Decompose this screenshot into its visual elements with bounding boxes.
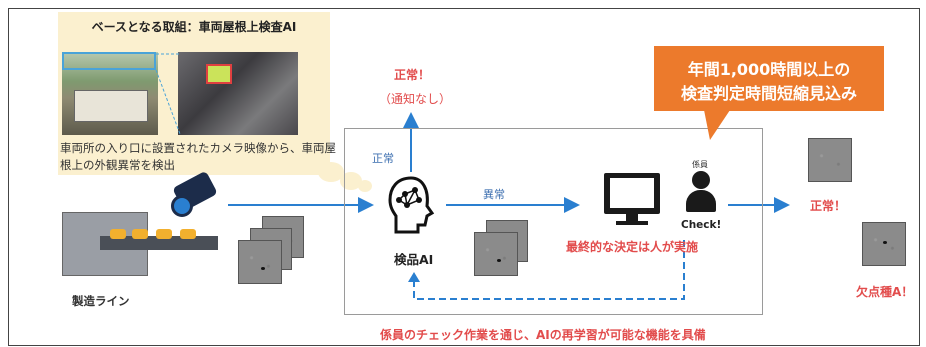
product-item: [156, 229, 172, 239]
selection-box: [62, 52, 156, 70]
defect-output-tile: [862, 222, 906, 266]
brain-head-icon: [388, 176, 435, 234]
ai-system-box: [344, 128, 763, 315]
image-tile: [238, 240, 282, 284]
train-image: [74, 90, 148, 122]
operator-icon: [692, 171, 710, 189]
detection-box: [206, 64, 232, 84]
savings-callout: [654, 46, 884, 111]
feedback-arrowhead: [408, 272, 420, 282]
image-tile: [474, 232, 518, 276]
final-decision-text: 最終的な決定は人が実施: [566, 240, 699, 254]
product-item: [132, 229, 148, 239]
callout-line-1: 年間1,000時間以上の: [687, 60, 851, 79]
thought-bubble: [340, 172, 362, 190]
base-initiative-description: 車両所の入り口に設置されたカメラ映像から、車両屋根上の外観異常を検出: [60, 141, 336, 172]
defect-spot: [261, 267, 265, 270]
train-camera-photo: [62, 52, 158, 135]
normal-output-tile: [808, 138, 852, 182]
feedback-dashed-line: [413, 240, 685, 300]
conveyor-belt: [100, 236, 218, 250]
operator-body: [686, 190, 716, 212]
monitor-base: [616, 221, 648, 225]
normal-output-label: 正常！: [810, 199, 847, 213]
defect-spot: [497, 259, 501, 262]
monitor-screen: [610, 178, 654, 208]
check-label: Check!: [681, 219, 722, 231]
feedback-text: 係員のチェック作業を通じ、AIの再学習が可能な機能を具備: [380, 328, 706, 342]
callout-line-2: 検査判定時間短縮見込み: [680, 84, 857, 103]
roof-detection-photo: [178, 52, 298, 135]
abnormal-arrow-label: 異常: [483, 188, 505, 201]
camera-lens: [171, 195, 193, 217]
base-initiative-title: ベースとなる取組：車両屋根上検査AI: [91, 20, 297, 34]
production-line-label: 製造ライン: [72, 294, 130, 308]
operator-role-label: 係員: [692, 160, 708, 169]
diagram-frame: [8, 8, 920, 346]
product-item: [110, 229, 126, 239]
inspection-ai-label: 検品AI: [394, 252, 434, 267]
defect-spot: [883, 241, 887, 244]
defect-output-label: 欠点種A！: [856, 285, 914, 299]
savings-callout-text: 年間1,000時間以上の 検査判定時間短縮見込み: [654, 58, 884, 106]
normal-arrow-label: 正常: [372, 152, 394, 165]
product-item: [180, 229, 196, 239]
thought-bubble: [318, 162, 344, 182]
no-notification-label: （通知なし）: [379, 92, 452, 106]
top-normal-result: 正常！: [394, 68, 431, 82]
monitor-stand: [626, 214, 638, 222]
thought-bubble: [358, 180, 372, 192]
